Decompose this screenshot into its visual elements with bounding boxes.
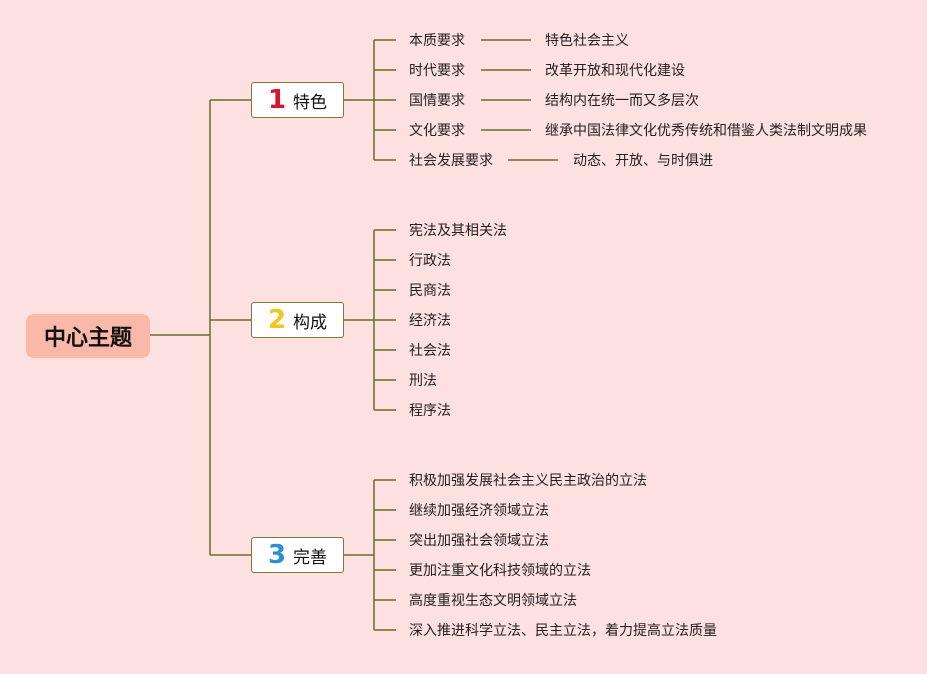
- branch-characteristics[interactable]: 1 特色: [251, 82, 344, 118]
- branch-label: 特色: [293, 92, 328, 113]
- branch-composition[interactable]: 2 构成: [251, 302, 344, 338]
- leaf-item[interactable]: 国情要求: [409, 93, 465, 109]
- leaf-item[interactable]: 经济法: [409, 313, 451, 329]
- leaf-detail[interactable]: 特色社会主义: [545, 33, 629, 49]
- leaf-item[interactable]: 时代要求: [409, 63, 465, 79]
- leaf-item[interactable]: 突出加强社会领域立法: [409, 533, 549, 549]
- leaf-item[interactable]: 高度重视生态文明领域立法: [409, 593, 577, 609]
- branch-label: 构成: [293, 312, 328, 333]
- branch-number: 2: [267, 305, 287, 335]
- leaf-item[interactable]: 深入推进科学立法、民主立法，着力提高立法质量: [409, 623, 717, 639]
- leaf-item[interactable]: 程序法: [409, 403, 451, 419]
- leaf-item[interactable]: 刑法: [409, 373, 437, 389]
- branch-number: 1: [267, 85, 287, 115]
- leaf-item[interactable]: 宪法及其相关法: [409, 223, 507, 239]
- leaf-item[interactable]: 文化要求: [409, 123, 465, 139]
- leaf-item[interactable]: 民商法: [409, 283, 451, 299]
- leaf-item[interactable]: 社会法: [409, 343, 451, 359]
- leaf-item[interactable]: 本质要求: [409, 33, 465, 49]
- root-topic[interactable]: 中心主题: [26, 314, 150, 358]
- leaf-detail[interactable]: 继承中国法律文化优秀传统和借鉴人类法制文明成果: [545, 123, 867, 139]
- leaf-item[interactable]: 积极加强发展社会主义民主政治的立法: [409, 473, 647, 489]
- leaf-detail[interactable]: 改革开放和现代化建设: [545, 63, 685, 79]
- leaf-item[interactable]: 行政法: [409, 253, 451, 269]
- leaf-item[interactable]: 继续加强经济领域立法: [409, 503, 549, 519]
- branch-label: 完善: [293, 547, 328, 568]
- branch-number: 3: [267, 540, 287, 570]
- leaf-item[interactable]: 社会发展要求: [409, 153, 493, 169]
- leaf-item[interactable]: 更加注重文化科技领域的立法: [409, 563, 591, 579]
- branch-improvement[interactable]: 3 完善: [251, 537, 344, 573]
- leaf-detail[interactable]: 结构内在统一而又多层次: [545, 93, 699, 109]
- root-topic-label: 中心主题: [43, 326, 132, 351]
- leaf-detail[interactable]: 动态、开放、与时俱进: [573, 153, 713, 169]
